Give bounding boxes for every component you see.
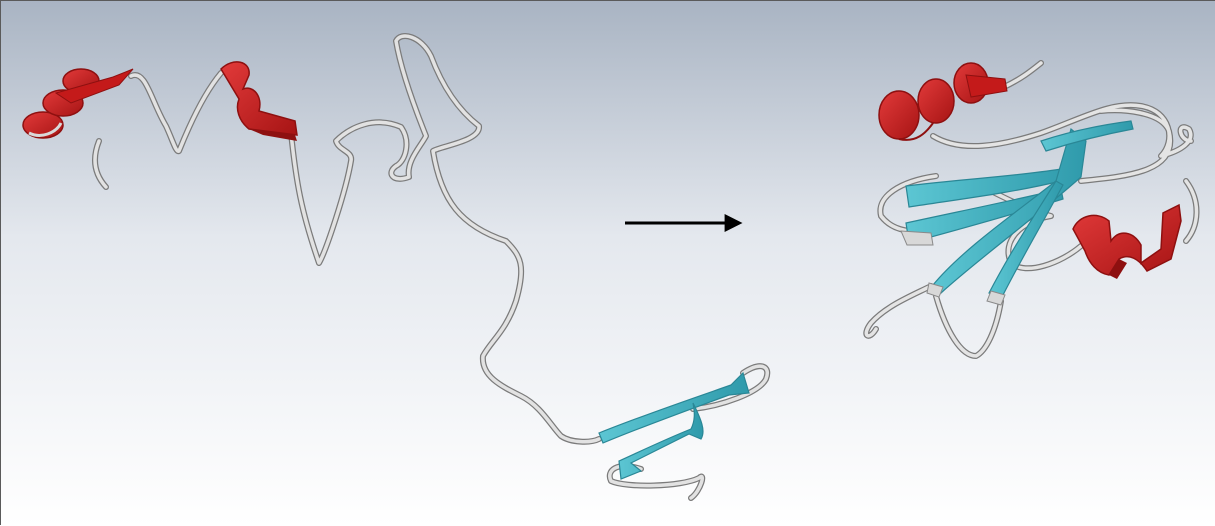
background xyxy=(1,1,1215,526)
figure-canvas xyxy=(1,1,1215,526)
protein-folding-figure xyxy=(0,0,1215,525)
